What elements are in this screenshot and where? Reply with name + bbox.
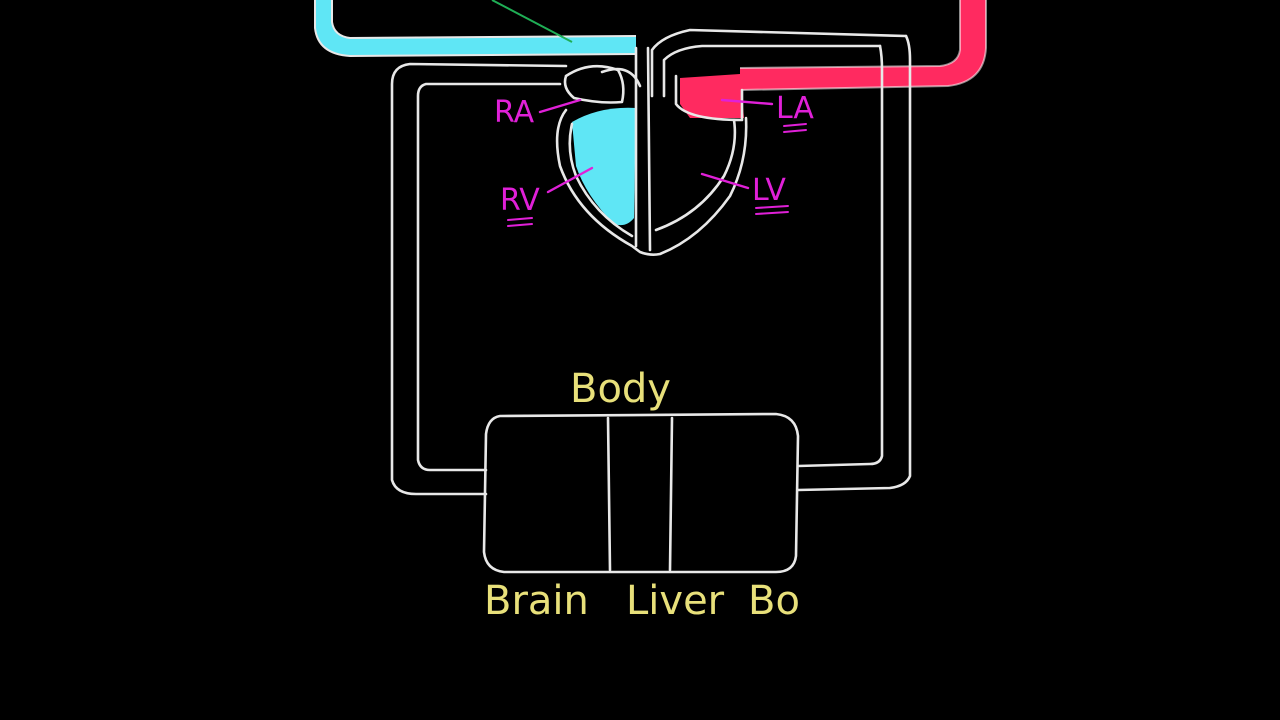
organ-label-liver: Liver <box>626 578 725 624</box>
heart-outline <box>555 28 908 256</box>
label-lv: LV <box>752 173 786 208</box>
pulmonary-artery-cyan <box>314 0 637 58</box>
organ-label-partial: Bo <box>748 578 800 624</box>
chamber-pointer-lines <box>538 98 774 194</box>
label-ra: RA <box>494 95 535 130</box>
left-atrium-fill <box>680 74 744 118</box>
pulmonary-vein-red <box>739 0 987 91</box>
right-ventricle-fill <box>572 107 636 226</box>
green-pen-stroke <box>491 0 573 43</box>
label-la: LA <box>776 91 814 126</box>
label-underlines <box>507 123 807 227</box>
systemic-circuit-outline <box>390 34 912 496</box>
body-organs-box <box>482 412 800 574</box>
body-title: Body <box>570 366 671 412</box>
label-rv: RV <box>500 183 540 218</box>
organ-label-brain: Brain <box>484 578 589 624</box>
